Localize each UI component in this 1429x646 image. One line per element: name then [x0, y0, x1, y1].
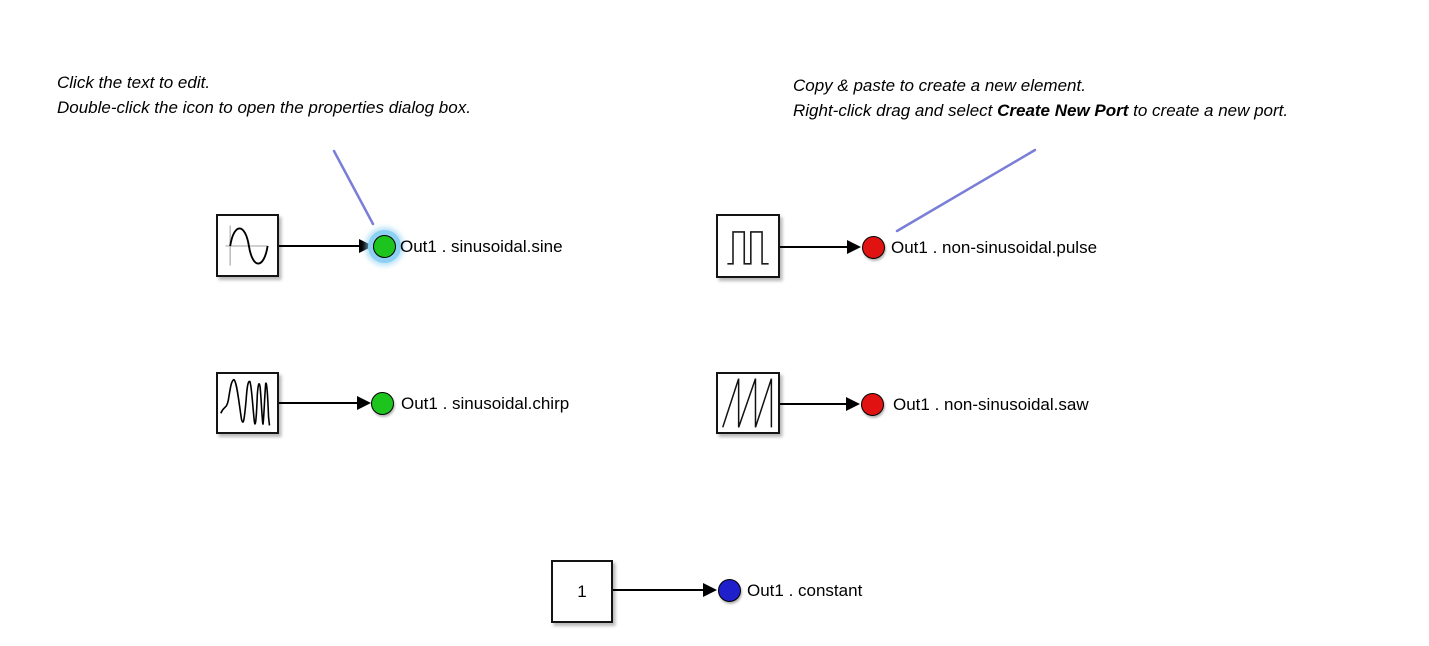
wire-constant-arrowhead [703, 583, 717, 597]
port-label-constant[interactable]: Out1 . constant [747, 580, 863, 600]
annotation-leader-line-right [895, 148, 1037, 233]
output-port-constant[interactable] [717, 578, 741, 602]
wire-chirp-arrowhead [357, 396, 371, 410]
sine-wave-icon [225, 225, 269, 266]
annotation-leader-line-left [332, 149, 375, 226]
output-port-saw[interactable] [860, 392, 884, 416]
sine-source-block[interactable] [216, 214, 279, 277]
saw-wave-icon [722, 378, 773, 428]
annotation-left[interactable]: Click the text to edit. Double-click the… [57, 70, 471, 120]
constant-value: 1 [577, 581, 587, 601]
wire-sine[interactable] [279, 245, 359, 247]
wire-pulse[interactable] [780, 246, 847, 248]
output-port-sine[interactable] [372, 234, 396, 258]
wire-pulse-arrowhead [847, 240, 861, 254]
wire-saw-arrowhead [846, 397, 860, 411]
annotation-right-line2-post: to create a new port. [1128, 101, 1289, 120]
chirp-wave-icon [220, 378, 271, 426]
port-label-sine[interactable]: Out1 . sinusoidal.sine [400, 236, 563, 256]
annotation-right-line1: Copy & paste to create a new element. [793, 76, 1086, 95]
annotation-right-line2-bold: Create New Port [997, 101, 1129, 120]
annotation-right[interactable]: Copy & paste to create a new element. Ri… [793, 73, 1288, 123]
output-port-chirp[interactable] [370, 391, 394, 415]
saw-source-block[interactable] [716, 372, 780, 434]
annotation-left-line2: Double-click the icon to open the proper… [57, 98, 471, 117]
annotation-right-line2-pre: Right-click drag and select [793, 101, 998, 120]
wire-chirp[interactable] [279, 402, 357, 404]
pulse-wave-icon [727, 231, 769, 265]
pulse-source-block[interactable] [716, 214, 780, 278]
wire-sine-arrowhead [359, 239, 373, 253]
port-label-chirp[interactable]: Out1 . sinusoidal.chirp [401, 393, 570, 413]
chirp-source-block[interactable] [216, 372, 279, 434]
annotation-right-line2: Right-click drag and select Create New P… [793, 98, 1288, 123]
constant-block[interactable]: 1 [551, 560, 613, 623]
port-label-saw[interactable]: Out1 . non-sinusoidal.saw [893, 394, 1089, 414]
annotation-left-line1: Click the text to edit. [57, 73, 211, 92]
port-label-pulse[interactable]: Out1 . non-sinusoidal.pulse [891, 237, 1098, 257]
output-port-pulse[interactable] [861, 235, 885, 259]
wire-constant[interactable] [613, 589, 703, 591]
wire-saw[interactable] [780, 403, 846, 405]
